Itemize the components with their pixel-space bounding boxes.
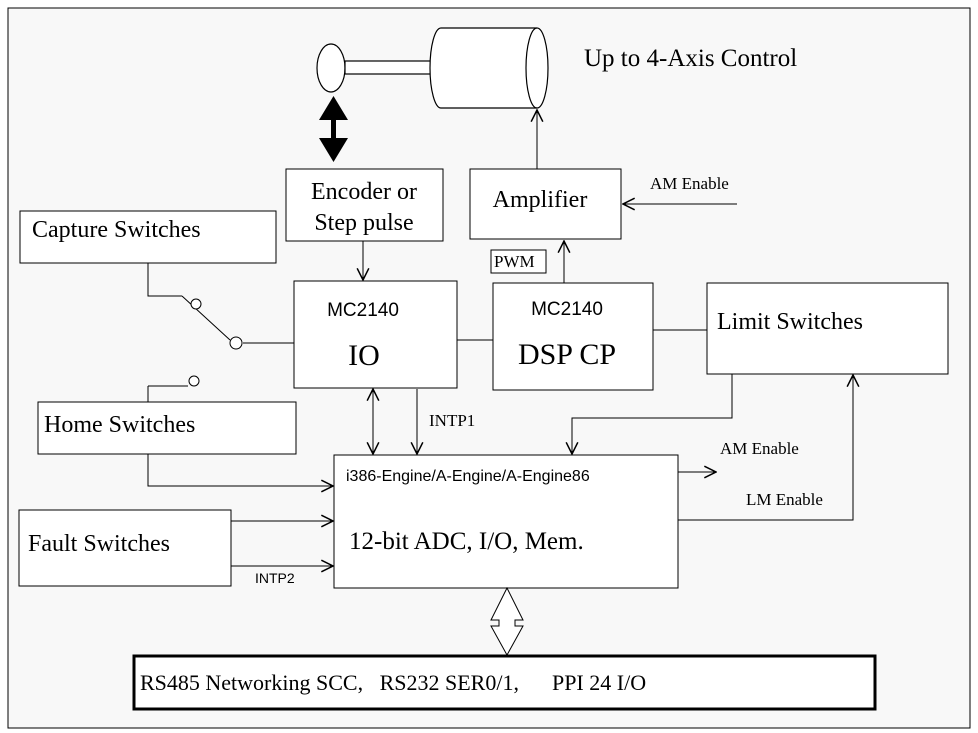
io-box (293, 280, 458, 389)
bus-hollow-double-arrow-icon (490, 586, 524, 657)
home-switches-box (37, 401, 297, 455)
capture-switch-wire (147, 263, 182, 297)
encoder-box (285, 168, 444, 242)
fault-switches-label: Fault Switches (28, 531, 170, 557)
lm-enable-arrow (678, 375, 853, 521)
limit-switches-box (706, 282, 949, 375)
bus-box (132, 654, 877, 711)
intp2-label: INTP2 (255, 570, 295, 586)
bus-label: RS485 Networking SCC, RS232 SER0/1, PPI … (140, 670, 646, 695)
lm-enable-label: LM Enable (746, 490, 823, 509)
engine-title: i386-Engine/A-Engine/A-Engine86 (346, 468, 590, 485)
home-switch-contact (188, 375, 200, 387)
motor-icon (316, 27, 549, 109)
pwm-label-box (490, 249, 547, 274)
am-enable-right-label: AM Enable (720, 439, 799, 458)
fault-switches-box (18, 509, 232, 587)
amplifier-label: Amplifier (493, 187, 588, 213)
diagram-title: Up to 4-Axis Control (584, 45, 797, 72)
limit-to-engine-arrow (572, 374, 733, 454)
encoder-label-line1: Encoder or (311, 179, 417, 205)
capture-switches-box (19, 210, 277, 264)
dsp-box (492, 282, 654, 391)
io-chip-label: MC2140 (327, 300, 399, 321)
amplifier-box (469, 168, 622, 240)
dsp-chip-label: MC2140 (531, 299, 603, 320)
capture-switch-contact-lower (229, 336, 243, 350)
limit-switches-label: Limit Switches (717, 309, 863, 335)
home-to-engine-arrow (147, 454, 333, 486)
home-switches-label: Home Switches (44, 412, 195, 438)
am-enable-top-label: AM Enable (650, 174, 729, 193)
capture-switch-contact-upper (190, 298, 202, 310)
pwm-label: PWM (494, 252, 535, 271)
capture-switches-label: Capture Switches (32, 217, 201, 243)
engine-box (333, 454, 679, 589)
dsp-label: DSP CP (518, 338, 616, 371)
io-label: IO (348, 339, 380, 372)
capture-switch-lever (181, 295, 231, 341)
encoder-label-line2: Step pulse (314, 210, 413, 236)
intp1-label: INTP1 (429, 411, 475, 430)
bold-double-arrow-icon (319, 96, 348, 162)
engine-body: 12-bit ADC, I/O, Mem. (349, 528, 584, 555)
